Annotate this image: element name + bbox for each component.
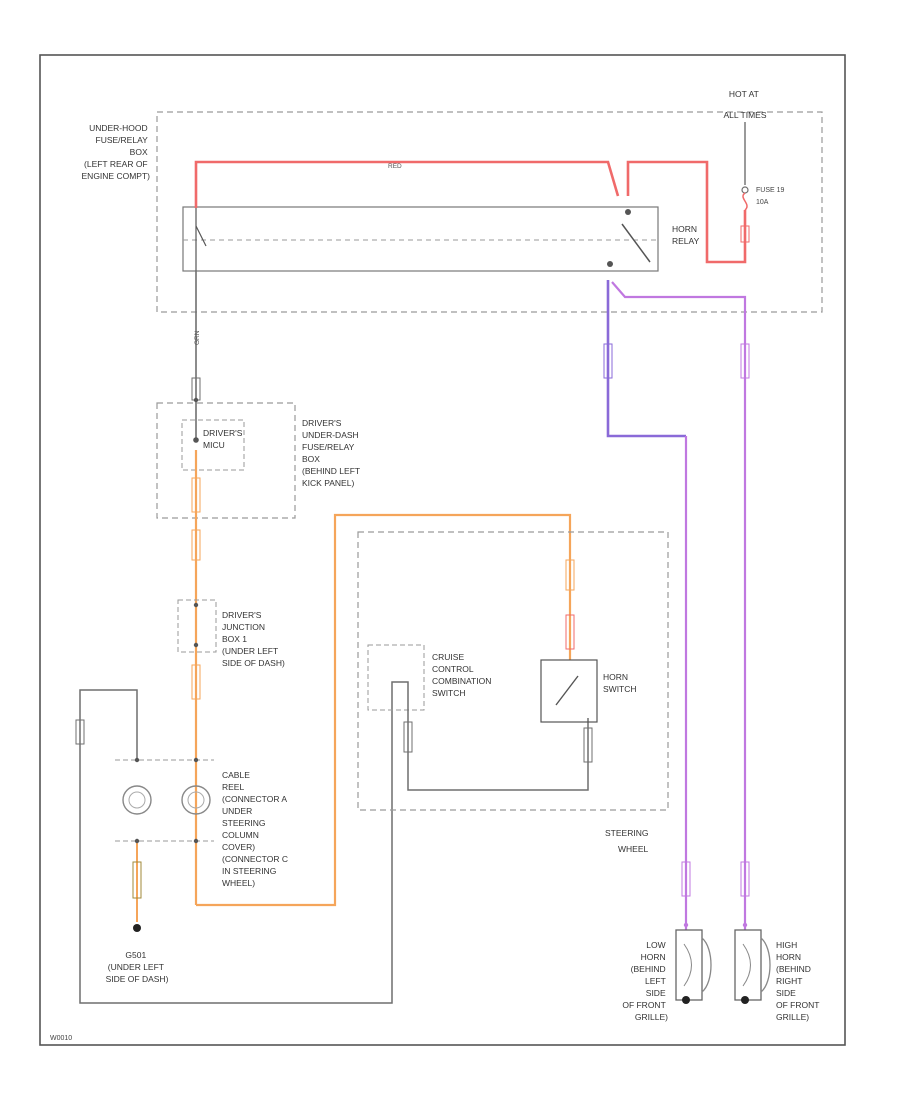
fuse-19-icon [741,186,749,194]
connector-dot [134,838,140,844]
blue-violet-wire-low-horn [606,280,686,438]
grn-wire-label: GRN [194,330,201,345]
violet-wire-high-horn [611,281,747,930]
orange-wire-tag-1 [191,477,201,513]
horn-relay-switch-arm [621,223,651,263]
diagram-frame [39,54,846,1046]
horn-switch-box [540,659,598,723]
underhood-box-label: UNDER-HOOD FUSE/RELAY BOX (LEFT REAR OF … [82,123,151,181]
connector-dot [193,757,199,763]
underdash-box-label: DRIVER'S UNDER-DASH FUSE/RELAY BOX (BEHI… [302,418,362,488]
mcu-node-icon [193,437,199,443]
cable-reel-right-coil-inner [187,791,205,809]
orange-wire-tag-4 [565,559,575,591]
orange-wire-to-horn-switch [196,513,572,907]
red-wire-label: RED [388,163,402,170]
red-wire-tag [740,225,750,243]
cruise-switch-lead [391,681,589,791]
red-power-wire-to-relay [194,160,620,208]
gray-wire-tag-left [75,719,85,745]
fuse-19-label: FUSE 19 10A [756,187,786,206]
connector-dot [134,757,140,763]
steering-wheel-label: STEERING WHEEL [605,828,651,854]
high-horn-label: HIGH HORN (BEHIND RIGHT SIDE OF FRONT GR… [776,940,822,1022]
cruise-wire-tag-2 [583,727,593,763]
horn-relay-contact-bottom [607,261,613,267]
underhood-box-outline [156,111,823,313]
violet-wire-tag-1 [603,343,613,379]
orange-wire-tag-3 [191,664,201,700]
hot-at-label: HOT AT ALL TIMES [724,89,767,120]
connector-dot [193,602,199,608]
mcu-label: DRIVER'S MICU [203,428,245,450]
orange-wire-tag-2 [191,529,201,561]
violet-wire-tag-3 [681,861,691,897]
cable-reel-right-coil-icon [181,785,211,815]
junction-box-outline [177,599,217,653]
horn-relay-label: HORN RELAY [672,224,700,246]
red-power-wire [626,160,747,264]
cable-reel-left-coil-inner [128,791,146,809]
diagram-id: W0010 [50,1035,72,1042]
fuse-relay-strip [182,206,659,272]
junction-box-label: DRIVER'S JUNCTION BOX 1 (UNDER LEFT SIDE… [222,610,285,668]
violet-wire-tag-4 [740,861,750,897]
cable-reel-left-coil-icon [122,785,152,815]
horn-switch-arm [555,675,579,706]
cruise-switch-outline [367,644,425,711]
relay-left-switch [195,225,207,247]
connector-dot [193,642,199,648]
horn-switch-label: HORN SWITCH [603,672,637,694]
cruise-wire-tag [403,721,413,753]
ground-label: G501 (UNDER LEFT SIDE OF DASH) [106,950,169,984]
low-horn-icon [675,929,712,1004]
cable-reel-label: CABLE REEL (CONNECTOR A UNDER STEERING C… [222,770,290,888]
connector-dot [683,922,689,928]
horn-relay-contact-top [625,209,631,215]
ground-g501-icon [133,924,141,932]
connector-dot [193,838,199,844]
ground-wire-tag [132,861,142,899]
fuse-19-element [742,192,748,211]
connector-dot [193,397,199,403]
high-horn-icon [734,929,771,1004]
steering-wheel-box-outline [357,531,669,811]
violet-wire-tag-2 [740,343,750,379]
connector-dot [742,922,748,928]
cruise-switch-label: CRUISE CONTROL COMBINATION SWITCH [432,652,494,698]
gray-ground-wire [79,688,393,1004]
orange-wire-tag-5 [565,614,575,650]
underdash-box-outline [156,402,296,519]
low-horn-label: LOW HORN (BEHIND LEFT SIDE OF FRONT GRIL… [622,940,668,1022]
